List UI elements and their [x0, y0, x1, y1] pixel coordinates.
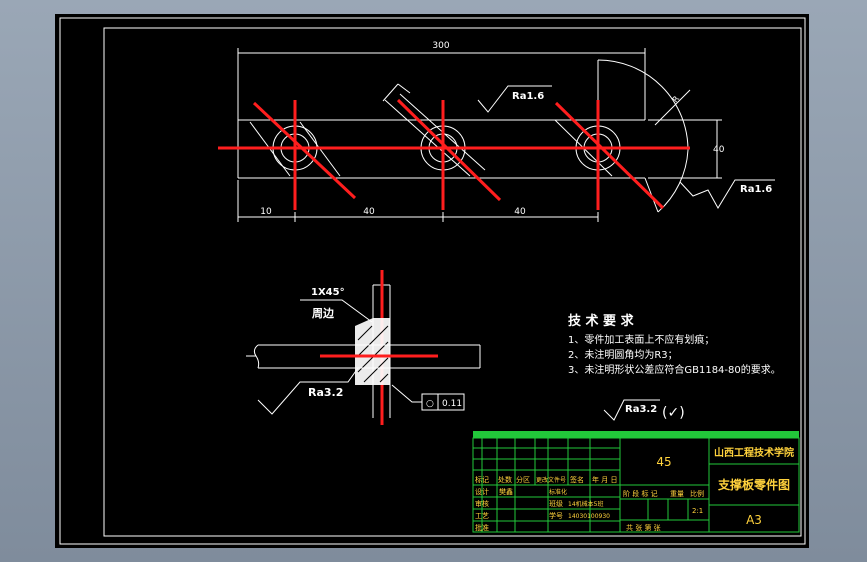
sheet-inner-border [103, 27, 802, 537]
mark-label: 标记 [475, 475, 489, 484]
requirement-1: 1、零件加工表面上不应有划痕； [568, 333, 714, 346]
drawing-sheet [55, 14, 809, 548]
ratio-label: 比例 [690, 489, 704, 498]
date-label: 年 月 日 [592, 475, 617, 484]
change-doc-label: 更改文件号 [536, 476, 566, 484]
class-value: 14机械本5班 [568, 500, 603, 508]
class-label: 班级 [549, 499, 563, 508]
roughness-symbol-2 [679, 179, 775, 209]
scale-value: 2:1 [692, 507, 703, 515]
sheet-outer-border [59, 17, 806, 545]
dim-seg3: 40 [514, 207, 526, 217]
count-label: 处数 [498, 475, 512, 484]
dim-width: 40 [713, 145, 725, 155]
stage-label: 阶 段 标 记 [623, 489, 658, 498]
standardized-label: 标准化 [549, 488, 567, 496]
roughness-value-3: Ra3.2 [308, 386, 343, 399]
signature-label: 签名 [570, 475, 584, 484]
approve-label: 批准 [475, 523, 489, 532]
drawing-name: 支撑板零件图 [717, 477, 790, 492]
roughness-value-1: Ra1.6 [512, 91, 544, 102]
hatched-section [355, 318, 390, 385]
process-label: 工艺 [475, 512, 489, 520]
material-value: 45 [656, 455, 671, 469]
zone-label: 分区 [516, 475, 530, 484]
student-id-value: 14030100930 [568, 513, 610, 520]
roughness-value-2: Ra1.6 [740, 184, 772, 195]
svg-text:R: R [671, 94, 682, 104]
review-label: 审核 [475, 499, 489, 508]
dim-seg1: 10 [260, 207, 272, 217]
school-name: 山西工程技术学院 [714, 446, 794, 459]
general-roughness-value: Ra3.2 [625, 404, 657, 415]
designer-label: 设计 [475, 487, 489, 496]
designer-name: 樊鑫 [499, 487, 513, 496]
chamfer-note: 周边 [312, 306, 335, 320]
requirement-3: 3、未注明形状公差应符合GB1184-80的要求。 [568, 363, 781, 376]
roughness-symbol-3 [257, 367, 359, 415]
technical-requirements: 技 术 要 求 1、零件加工表面上不应有划痕； 2、未注明圆角均为R3； 3、未… [568, 313, 781, 421]
student-id-label: 学号 [549, 511, 563, 520]
arc-end [597, 59, 689, 213]
general-roughness-mark: (✓) [662, 405, 685, 421]
weight-label: 重量 [670, 490, 684, 498]
title-block: 45 山西工程技术学院 支撑板零件图 A3 标记 处数 分区 更改文件号 签名 … [472, 431, 800, 533]
requirements-title: 技 术 要 求 [568, 313, 635, 329]
requirement-2: 2、未注明圆角均为R3； [568, 348, 678, 361]
tolerance-value: 0.11 [442, 399, 462, 409]
tolerance-frame [421, 393, 465, 411]
roughness-symbol-1 [477, 85, 552, 113]
paper-size: A3 [746, 513, 762, 527]
chamfer-label: 1X45° [311, 287, 345, 298]
section-view: 1X45° 周边 Ra3.2 ○ 0.11 [246, 270, 481, 425]
main-view: 300 40 [218, 41, 775, 222]
dim-seg2: 40 [363, 207, 375, 217]
sheet-labels: 共 张 第 张 [626, 523, 661, 532]
dim-overall-length: 300 [432, 41, 449, 51]
general-roughness-symbol [603, 399, 660, 421]
tolerance-symbol: ○ [426, 399, 434, 409]
